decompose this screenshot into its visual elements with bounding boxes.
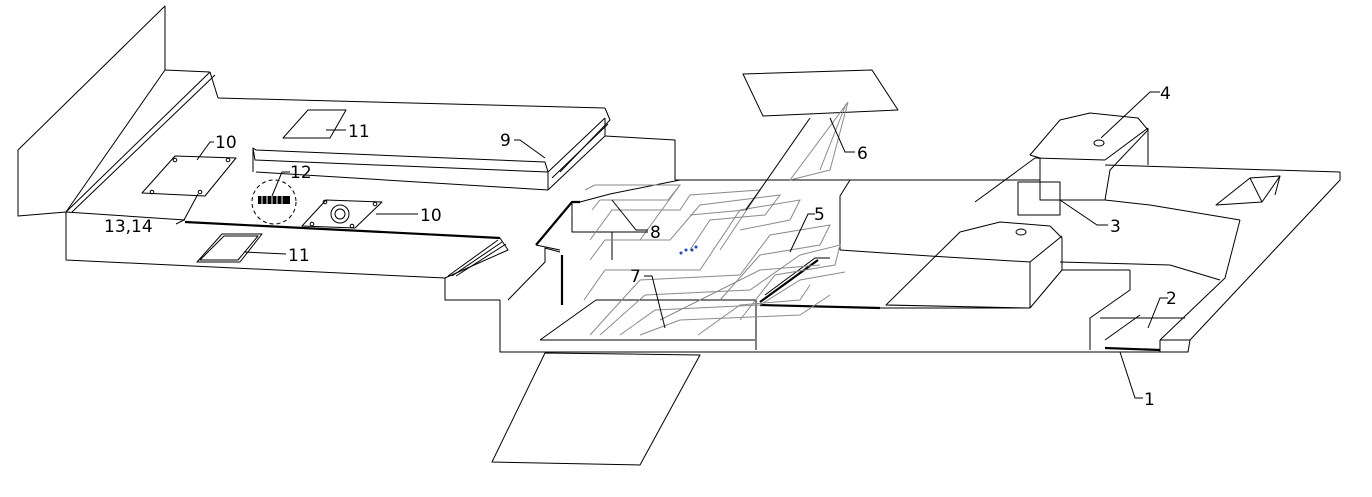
callout-3: 3	[1110, 217, 1121, 237]
leader-lines	[175, 91, 1168, 399]
mat-7	[491, 352, 701, 466]
cover-11-upper	[282, 109, 347, 139]
wedge-block	[1215, 175, 1281, 206]
callout-2: 2	[1166, 289, 1177, 309]
callout-12: 12	[290, 163, 312, 183]
callout-10-left: 10	[215, 133, 237, 153]
left-floor-section	[65, 97, 611, 301]
center-hump	[885, 221, 1131, 350]
callout-labels: 1 2 3 4 5 6 7 8 9 10 10 11 11 12 13,14	[104, 84, 1177, 410]
callout-10-right: 10	[420, 206, 442, 226]
callout-9: 9	[500, 131, 511, 151]
callout-13-14: 13,14	[104, 217, 153, 237]
sill-2	[1104, 314, 1161, 352]
cover-11-lower	[196, 233, 263, 263]
callout-6: 6	[857, 144, 868, 164]
pad-3	[1017, 181, 1061, 216]
callout-5: 5	[814, 205, 825, 225]
blue-marks	[679, 245, 698, 255]
center-step-region	[499, 140, 1105, 353]
callout-8: 8	[650, 223, 661, 243]
left-back-wall	[17, 5, 219, 217]
callout-11-lower: 11	[288, 246, 310, 266]
right-floor-section	[839, 164, 1341, 353]
watermark-logo	[583, 101, 849, 336]
plate-10-left	[141, 155, 237, 197]
callout-11-upper: 11	[348, 122, 370, 142]
plate-10-right	[301, 199, 383, 229]
callout-4: 4	[1160, 84, 1171, 104]
raised-step-item-9	[252, 117, 676, 191]
left-step-ribs	[447, 239, 507, 277]
callout-7: 7	[630, 267, 641, 287]
mat-6	[742, 69, 899, 117]
grille-12	[251, 179, 297, 225]
strip-5	[759, 257, 1030, 310]
callout-1: 1	[1144, 390, 1155, 410]
hump-item-4	[974, 112, 1149, 203]
